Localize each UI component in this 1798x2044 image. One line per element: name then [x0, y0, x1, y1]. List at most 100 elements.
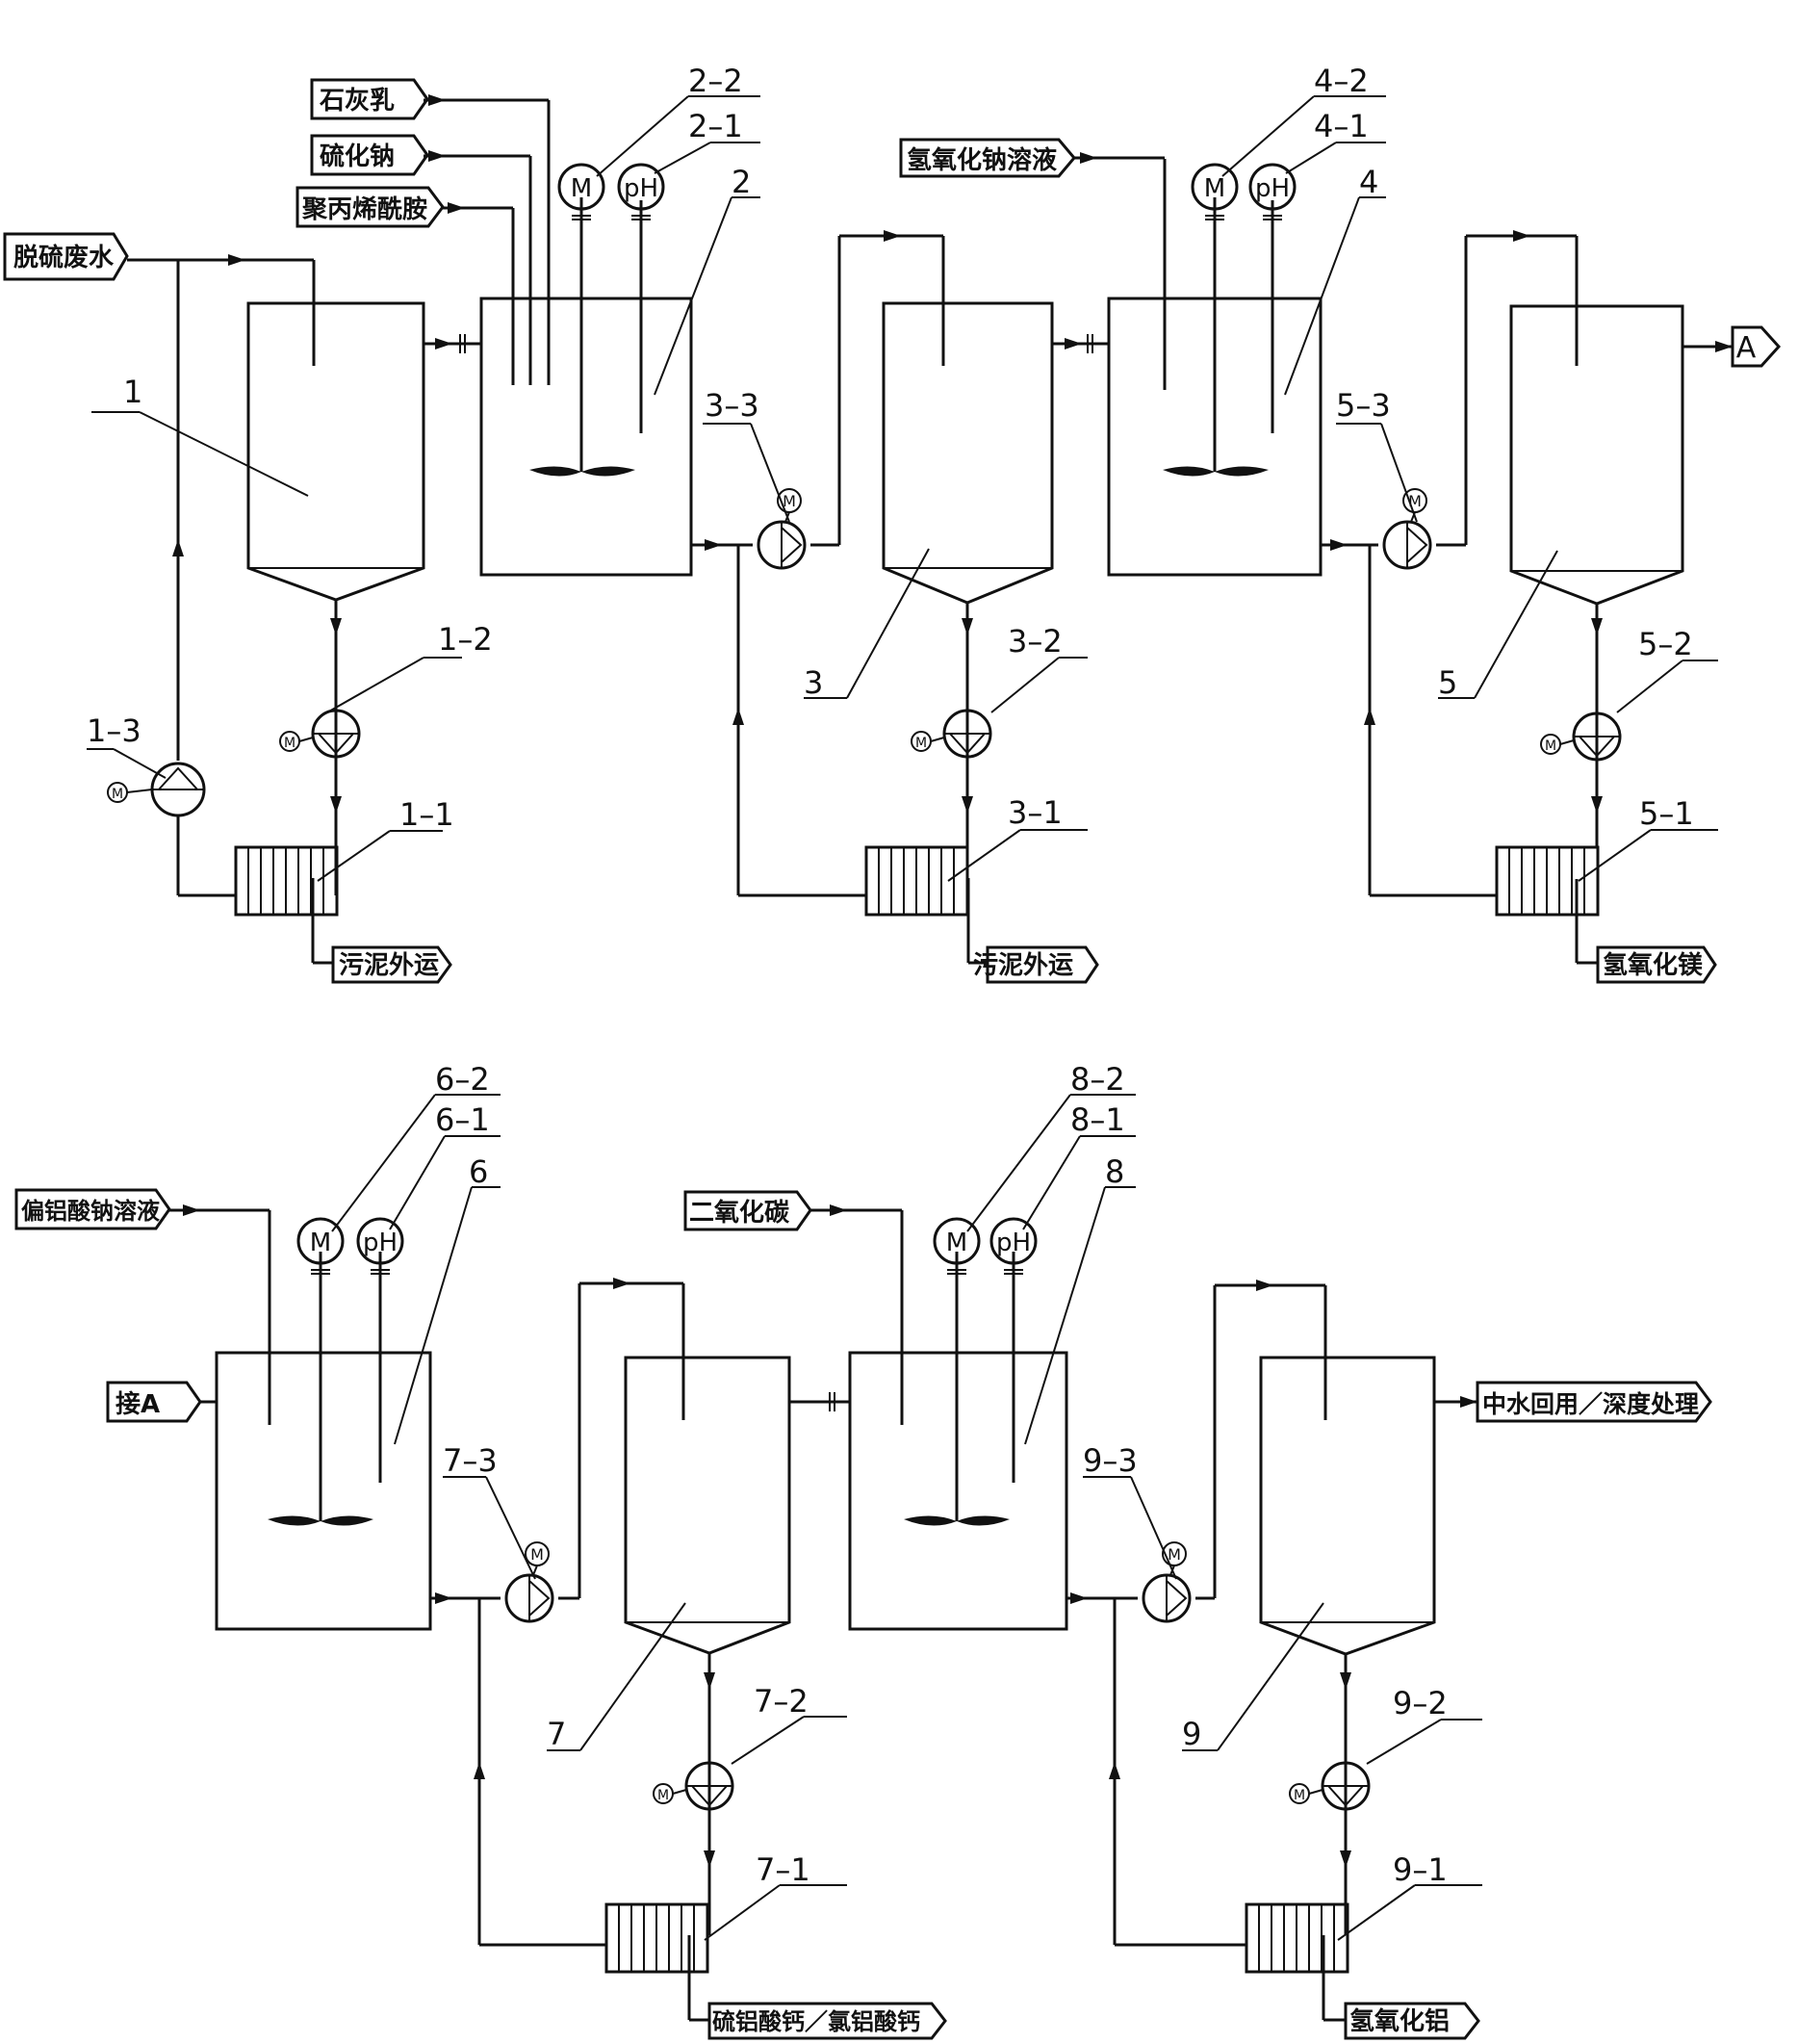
leader-line [1182, 1602, 1324, 1751]
svg-text:5–2: 5–2 [1638, 626, 1693, 662]
motor-label: M [284, 736, 295, 751]
svg-text:7: 7 [547, 1716, 566, 1752]
svg-text:污泥外运: 污泥外运 [973, 951, 1073, 980]
flow-arrow [830, 1204, 847, 1216]
motor-label: M [1294, 1788, 1305, 1803]
flow-arrow [1256, 1280, 1273, 1291]
svg-text:9–1: 9–1 [1393, 1851, 1448, 1888]
equipment-labels: 1 1–2 1–3 1–1 2–2 2–1 2 3–3 3–2 3 3–1 4–… [87, 63, 1694, 1888]
leader-line [703, 423, 790, 523]
svg-text:9–2: 9–2 [1393, 1685, 1448, 1721]
leader-line [1337, 1884, 1482, 1941]
svg-text:9: 9 [1182, 1716, 1201, 1752]
svg-text:7–2: 7–2 [754, 1683, 809, 1720]
flow-arrow [1591, 796, 1603, 814]
motor-label: M [1168, 1545, 1181, 1564]
svg-text:脱硫废水: 脱硫废水 [13, 243, 115, 272]
flow-arrow [884, 230, 901, 242]
svg-text:氢氧化镁: 氢氧化镁 [1603, 950, 1703, 980]
flow-arrow [1340, 1672, 1351, 1690]
reaction-tank-6 [215, 1210, 432, 1631]
stream-tag-polyacrylamide: 聚丙烯酰胺 [295, 186, 445, 228]
ph-meter-4-1: pH [1248, 163, 1297, 220]
flow-arrow [1460, 1396, 1477, 1408]
leader-line [1578, 829, 1718, 882]
main-piping-top [127, 234, 1733, 547]
stream-tag-desulf-wastewater: 脱硫废水 [3, 232, 129, 281]
ph-meter-2-1: pH [617, 163, 665, 220]
reaction-tank-8 [848, 1210, 1068, 1631]
svg-text:偏铝酸钠溶液: 偏铝酸钠溶液 [21, 1198, 160, 1225]
flow-arrow [435, 338, 452, 349]
motor-label: M [783, 492, 796, 510]
svg-text:中水回用／深度处理: 中水回用／深度处理 [1482, 1390, 1699, 1418]
svg-text:2–2: 2–2 [688, 63, 743, 99]
motor-label: M [657, 1788, 669, 1803]
svg-text:聚丙烯酰胺: 聚丙烯酰胺 [301, 195, 427, 224]
leader-line [317, 830, 443, 882]
flow-arrow [1364, 708, 1375, 725]
flow-arrow [1109, 1762, 1120, 1779]
connector-a-in: 接A [106, 1381, 202, 1423]
leader-line [704, 1884, 847, 1941]
pump-1-3: M [107, 762, 206, 817]
motor-2-2: M [557, 163, 605, 220]
leader-line [654, 196, 760, 396]
stream-tag-sodium-sulfide: 硫化钠 [310, 134, 429, 176]
leader-line [1024, 1186, 1136, 1445]
ph-meter-4-1-label: pH [1255, 174, 1290, 203]
flow-arrow [1330, 539, 1348, 551]
svg-text:2: 2 [732, 164, 751, 200]
filter-press-5-1 [1495, 845, 1600, 917]
chemical-feed-lines [424, 98, 1165, 385]
pump-5-3: M [1382, 488, 1432, 570]
leader-line [1083, 1476, 1177, 1580]
settling-tank-9 [1259, 1285, 1436, 1656]
sludge-lines-top [176, 260, 1599, 965]
leader-line [966, 1094, 1136, 1232]
ph-meter-2-1-label: pH [624, 174, 658, 203]
svg-text:5: 5 [1438, 664, 1457, 701]
settling-tank-1 [246, 270, 425, 602]
leader-line [990, 657, 1088, 713]
pump-3-2: M [911, 709, 992, 759]
flow-arrow [1513, 230, 1530, 242]
stream-tag-calcium-products: 硫铝酸钙／氯铝酸钙 [707, 2002, 947, 2040]
svg-text:3–1: 3–1 [1008, 794, 1063, 831]
svg-text:A: A [1736, 331, 1757, 365]
leader-line [1285, 142, 1386, 174]
svg-text:5–1: 5–1 [1639, 795, 1694, 832]
svg-text:8: 8 [1105, 1153, 1124, 1190]
motor-8-2-label: M [946, 1229, 967, 1257]
svg-text:8–1: 8–1 [1070, 1101, 1125, 1138]
leader-line [87, 748, 167, 779]
flow-arrow [1065, 338, 1082, 349]
filter-press-7-1 [604, 1902, 709, 1974]
leader-line [91, 411, 309, 497]
leader-line [547, 1602, 686, 1751]
ph-meter-6-1: pH [356, 1217, 404, 1275]
leader-line [1366, 1719, 1482, 1765]
flow-arrow [1070, 1592, 1088, 1604]
leader-line [1438, 550, 1558, 699]
motor-label: M [112, 787, 123, 802]
stream-tag-al-hydroxide: 氢氧化铝 [1344, 2002, 1480, 2040]
leader-line [947, 829, 1088, 882]
flow-arrow [448, 202, 465, 214]
leader-line [1616, 660, 1718, 713]
svg-text:1: 1 [123, 374, 142, 410]
stream-tag-sodium-metaaluminate: 偏铝酸钠溶液 [14, 1188, 171, 1230]
settling-tank-7 [624, 1283, 791, 1655]
flow-arrow [1340, 1850, 1351, 1868]
settling-tank-5 [1509, 236, 1684, 606]
svg-text:9–3: 9–3 [1083, 1442, 1138, 1479]
flow-arrow [962, 618, 973, 635]
leader-line [394, 1186, 501, 1445]
motor-2-2-label: M [571, 174, 592, 203]
pump-7-2: M [653, 1761, 734, 1811]
flow-arrow [1080, 152, 1097, 164]
svg-text:硫化钠: 硫化钠 [320, 142, 395, 171]
filter-press-9-1 [1245, 1902, 1349, 1974]
flow-arrow [732, 708, 744, 725]
